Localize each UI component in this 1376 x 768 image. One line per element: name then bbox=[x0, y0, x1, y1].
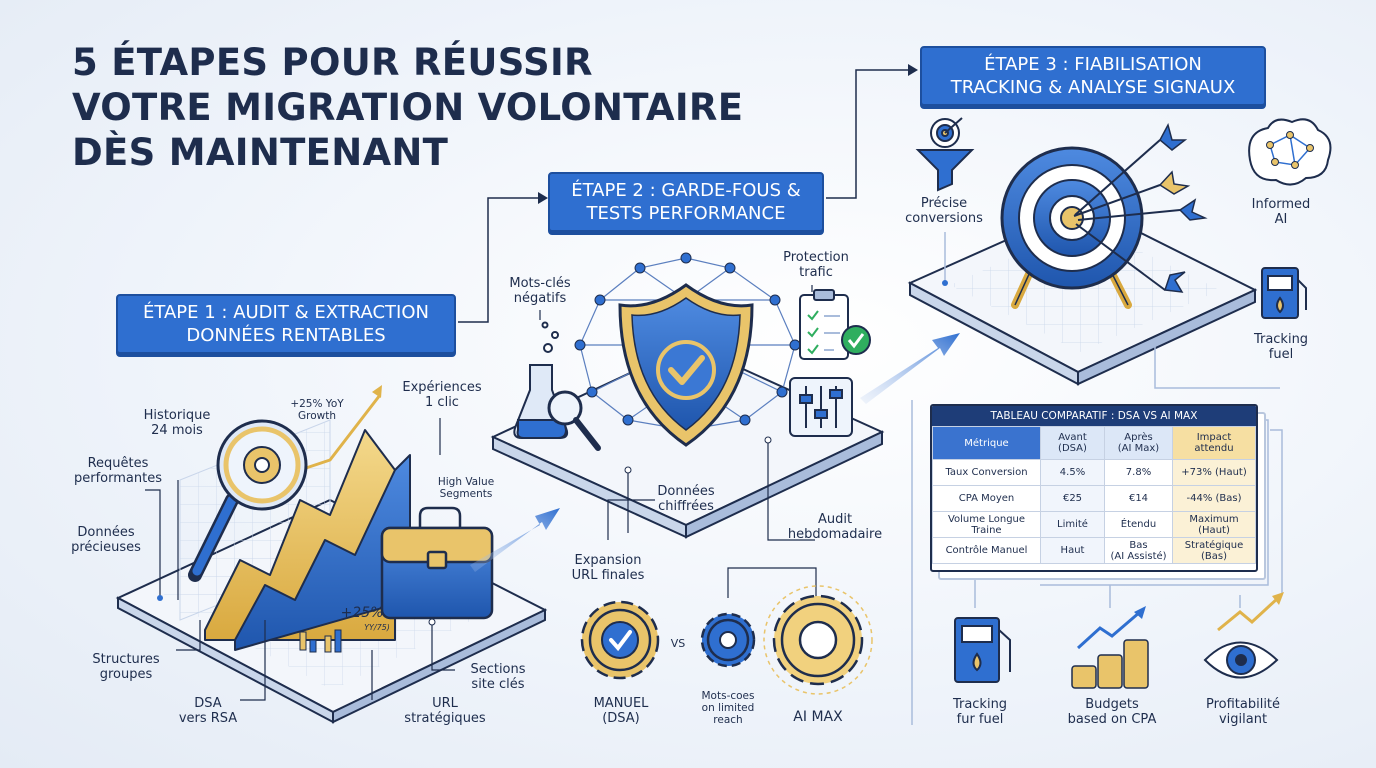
title-line-1: 5 ÉTAPES POUR RÉUSSIR bbox=[72, 41, 593, 84]
label-url-strategiques: URL stratégiques bbox=[404, 696, 486, 726]
table-header-row: Métrique Avant(DSA) Après(AI Max) Impact… bbox=[932, 426, 1256, 460]
brain-network-icon bbox=[1248, 118, 1332, 186]
label-audit-hebdomadaire: Audit hebdomadaire bbox=[787, 512, 883, 542]
label-protection-trafic: Protection trafic bbox=[783, 250, 849, 280]
clipboard-check-icon bbox=[799, 289, 871, 360]
label-profitabilite: Profitabilité vigilant bbox=[1205, 697, 1281, 727]
label-plus25: +25% bbox=[340, 605, 384, 621]
coins-growth-icon bbox=[1071, 606, 1149, 689]
label-donnees-chiffrees: Données chiffrées bbox=[657, 484, 715, 514]
label-vs: VS bbox=[670, 637, 686, 650]
label-expansion: Expansion URL finales bbox=[571, 553, 645, 583]
label-dsa-rsa: DSA vers RSA bbox=[178, 696, 238, 726]
label-ai-max: AI MAX bbox=[793, 709, 843, 725]
briefcase-icon bbox=[380, 506, 494, 620]
step-3-banner: ÉTAPE 3 : FIABILISATION TRACKING & ANALY… bbox=[920, 46, 1266, 106]
label-informed-ai: Informed AI bbox=[1251, 197, 1311, 227]
label-mots-cles-negatifs: Mots-clés négatifs bbox=[509, 276, 571, 306]
comparison-grid: Métrique Avant(DSA) Après(AI Max) Impact… bbox=[932, 426, 1256, 564]
label-high-value: High Value Segments bbox=[437, 476, 495, 500]
header-avant: Avant(DSA) bbox=[1040, 426, 1105, 460]
label-tracking-fuel: Tracking fuel bbox=[1253, 332, 1309, 362]
step-1-line-2: DONNÉES RENTABLES bbox=[186, 325, 386, 346]
step-1-banner: ÉTAPE 1 : AUDIT & EXTRACTION DONNÉES REN… bbox=[116, 294, 456, 354]
magnifier-gear-icon bbox=[188, 419, 308, 582]
label-precise-conversions: Précise conversions bbox=[905, 196, 983, 226]
label-growth: +25% YoY Growth bbox=[290, 398, 344, 422]
step2-leaders bbox=[539, 285, 817, 600]
title-line-2: VOTRE MIGRATION VOLONTAIRE bbox=[72, 86, 744, 129]
label-manuel-dsa: MANUEL (DSA) bbox=[593, 696, 649, 726]
header-apres: Après(AI Max) bbox=[1104, 426, 1173, 460]
arrow-step1-step2 bbox=[470, 508, 560, 572]
label-requetes: Requêtes performantes bbox=[74, 456, 162, 486]
sliders-icon bbox=[789, 377, 853, 437]
step-3-line-2: TRACKING & ANALYSE SIGNAUX bbox=[950, 77, 1236, 98]
label-yy: YY/75) bbox=[364, 623, 390, 632]
growth-chart-icon bbox=[204, 385, 411, 651]
table-row: Contrôle Manuel Haut Bas(AI Assisté) Str… bbox=[932, 537, 1256, 564]
label-mots-coes: Mots-coes on limited reach bbox=[701, 690, 755, 726]
eye-growth-icon bbox=[1203, 592, 1284, 679]
flask-icon bbox=[513, 321, 601, 451]
title-line-3: DÈS MAINTENANT bbox=[72, 131, 449, 174]
step-3-line-1: ÉTAPE 3 : FIABILISATION bbox=[984, 54, 1202, 75]
label-tracking-fur-fuel: Tracking fur fuel bbox=[952, 697, 1008, 727]
label-budgets: Budgets based on CPA bbox=[1067, 697, 1157, 727]
step-2-banner: ÉTAPE 2 : GARDE-FOUS & TESTS PERFORMANCE bbox=[548, 172, 824, 232]
mini-bars bbox=[299, 629, 342, 653]
step-connectors bbox=[458, 69, 908, 323]
ai-max-gear-icon bbox=[763, 585, 873, 695]
step3-leaders bbox=[911, 232, 1283, 725]
label-structures: Structures groupes bbox=[92, 652, 160, 682]
table-row: Taux Conversion 4.5% 7.8% +73% (Haut) bbox=[932, 459, 1256, 486]
fuel-pump-bottom-icon bbox=[954, 617, 1011, 683]
label-sections: Sections site clés bbox=[470, 662, 526, 692]
table-caption: TABLEAU COMPARATIF : DSA VS AI MAX bbox=[932, 406, 1256, 426]
comparison-table: TABLEAU COMPARATIF : DSA VS AI MAX Métri… bbox=[930, 404, 1258, 572]
label-experiences: Expériences 1 clic bbox=[402, 380, 482, 410]
table-row: CPA Moyen €25 €14 -44% (Bas) bbox=[932, 485, 1256, 512]
connector-arrowheads bbox=[538, 64, 918, 204]
gear-check-icon bbox=[580, 600, 660, 680]
step-2-line-1: ÉTAPE 2 : GARDE-FOUS & bbox=[571, 180, 801, 201]
step-1-line-1: ÉTAPE 1 : AUDIT & EXTRACTION bbox=[143, 302, 429, 323]
funnel-target-icon bbox=[915, 117, 975, 192]
target-arrows-icon bbox=[1000, 122, 1208, 309]
page-title: 5 ÉTAPES POUR RÉUSSIR VOTRE MIGRATION VO… bbox=[72, 40, 792, 175]
fuel-pump-icon bbox=[1261, 267, 1307, 319]
gear-icon bbox=[700, 612, 756, 668]
label-donnees-precieuses: Données précieuses bbox=[71, 525, 141, 555]
step-2-line-2: TESTS PERFORMANCE bbox=[586, 203, 786, 224]
header-metrique: Métrique bbox=[932, 426, 1041, 460]
arrow-step2-step3 bbox=[860, 333, 960, 404]
label-historique: Historique 24 mois bbox=[143, 408, 211, 438]
step1-leaders bbox=[145, 418, 455, 701]
shield-check-icon bbox=[618, 283, 754, 447]
network-node-dots bbox=[574, 252, 801, 426]
